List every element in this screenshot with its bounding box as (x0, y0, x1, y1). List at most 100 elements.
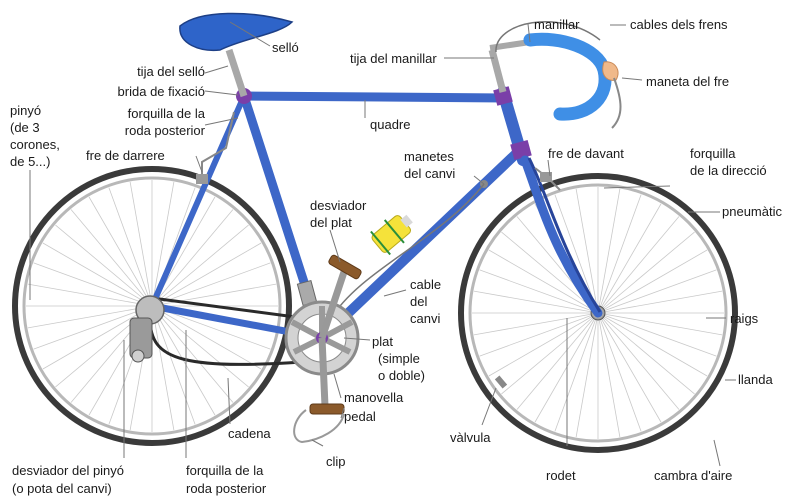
handlebar (523, 32, 612, 121)
spoke (597, 188, 621, 314)
label-sello: selló (272, 40, 299, 55)
spoke (575, 312, 599, 438)
label-manetes-2: del canvi (404, 166, 455, 181)
spoke (55, 224, 153, 307)
label-fre-darrere: fre de darrere (86, 148, 165, 163)
label-quadre: quadre (370, 117, 410, 132)
spoke (554, 194, 599, 314)
spoke (597, 231, 695, 314)
spoke (501, 231, 599, 314)
label-maneta-fre: maneta del fre (646, 74, 729, 89)
spoke (597, 312, 680, 410)
pedal-upper (328, 254, 362, 280)
spoke (473, 312, 599, 336)
frame (148, 86, 603, 343)
label-desviador-pinyo-2: (o pota del canvi) (12, 481, 112, 496)
rear-derailleur (129, 295, 165, 363)
front-spokes (472, 187, 724, 439)
pedal (309, 403, 345, 415)
label-pinyo-1: pinyó (10, 103, 41, 118)
leader-lines (29, 21, 736, 467)
spoke (27, 305, 153, 329)
label-forquilla-post-2: roda posterior (125, 123, 206, 138)
part-labels: selló tija del selló brida de fixació fo… (10, 17, 782, 496)
crank-lower (318, 337, 329, 407)
label-plat-2: (simple (378, 351, 420, 366)
label-valvula: vàlvula (450, 430, 491, 445)
spoke (597, 312, 723, 336)
spoke (597, 216, 680, 314)
brake-lever-icon (602, 61, 619, 81)
label-cables-frens: cables dels frens (630, 17, 728, 32)
spoke (597, 312, 695, 395)
spoke (27, 283, 153, 307)
label-cable-canvi-1: cable (410, 277, 441, 292)
spoke (151, 262, 271, 307)
label-manovella: manovella (344, 390, 404, 405)
label-brida: brida de fixació (118, 84, 205, 99)
spoke (597, 290, 723, 314)
spoke (597, 312, 621, 438)
label-cable-canvi-3: canvi (410, 311, 440, 326)
front-tire (458, 173, 738, 453)
label-pinyo-4: de 5...) (10, 154, 50, 169)
label-plat-1: plat (372, 334, 393, 349)
spoke (88, 196, 153, 307)
label-fre-davant: fre de davant (548, 146, 624, 161)
spoke (151, 283, 277, 307)
label-llanda: llanda (738, 372, 773, 387)
label-forquilla-dir-2: de la direcció (690, 163, 767, 178)
label-cambra: cambra d'aire (654, 468, 732, 483)
spoke (151, 305, 249, 388)
spoke (516, 312, 599, 410)
front-brake-caliper (540, 172, 552, 182)
label-tija-sello: tija del selló (137, 64, 205, 79)
spoke (42, 242, 153, 307)
front-wheel (458, 173, 738, 453)
spoke (151, 209, 234, 307)
spoke (488, 249, 599, 314)
spoke (33, 262, 153, 307)
label-forquilla-dir-1: forquilla (690, 146, 736, 161)
saddle-assembly (179, 12, 294, 98)
spoke (151, 305, 262, 370)
spoke (575, 188, 599, 314)
label-pinyo-3: corones, (10, 137, 60, 152)
label-pinyo-2: (de 3 (10, 120, 40, 135)
spoke (151, 224, 249, 307)
spoke (33, 305, 153, 350)
rear-rim (22, 176, 282, 436)
spoke (70, 209, 153, 307)
spoke (597, 312, 642, 432)
label-cable-canvi-2: del (410, 294, 427, 309)
label-plat-3: o doble) (378, 368, 425, 383)
spoke (42, 305, 153, 370)
rear-brake-caliper (196, 174, 208, 184)
front-rim (468, 183, 728, 443)
saddle (179, 12, 294, 52)
label-forquilla-post-1: forquilla de la (128, 106, 206, 121)
spoke (597, 203, 662, 314)
label-raigs: raigs (730, 311, 759, 326)
valve-icon (494, 375, 508, 389)
label-desviador-plat-1: desviador (310, 198, 367, 213)
label-desviador-pinyo-1: desviador del pinyó (12, 463, 124, 478)
spoke (597, 312, 717, 357)
label-pedal: pedal (344, 409, 376, 424)
spoke (151, 181, 175, 307)
spoke (554, 312, 599, 432)
spoke (597, 312, 662, 423)
spoke (479, 312, 599, 357)
spoke (151, 242, 262, 307)
crank-upper (318, 270, 348, 340)
label-cadena: cadena (228, 426, 271, 441)
spoke (473, 290, 599, 314)
label-pneumatic: pneumàtic (722, 204, 782, 219)
spoke (597, 312, 708, 377)
spoke (151, 305, 196, 425)
brake-cables (495, 21, 601, 53)
label-forquilla-post-b1: forquilla de la (186, 463, 264, 478)
spoke (597, 249, 708, 314)
spoke (129, 181, 153, 307)
